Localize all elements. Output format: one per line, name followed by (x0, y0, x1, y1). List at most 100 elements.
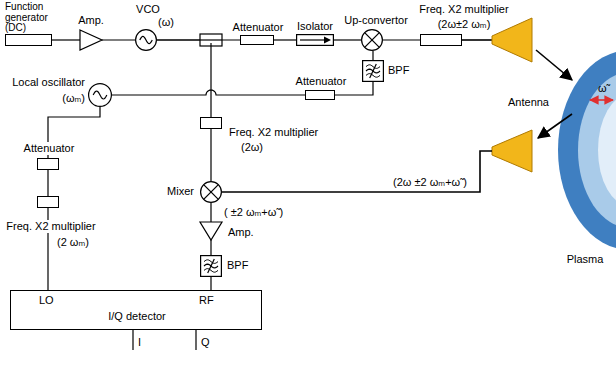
multiplier-box: Freq. X2 multiplier(2 ωₘ) (37, 196, 59, 208)
node-label: LO (39, 294, 54, 307)
plasma-label: Plasma (567, 253, 604, 266)
node-label: BPF (388, 64, 409, 77)
cross-symbol (204, 185, 219, 200)
node-label: Freq. X2 multiplier (229, 126, 318, 139)
node-outline (200, 181, 222, 203)
attenuator-box: Attenuator (240, 35, 274, 45)
node-outline (135, 29, 157, 51)
plasma-outer (558, 50, 616, 250)
cross-symbol (204, 185, 219, 200)
signal-wire (210, 203, 211, 222)
node-outline (200, 255, 222, 277)
signal-wire (102, 39, 135, 40)
isolator-box: Isolator (296, 34, 334, 46)
node-outline (80, 30, 102, 50)
amplifier-triangle (80, 30, 102, 50)
isolator-arrowhead (324, 37, 331, 44)
node-label: Up-convertor (344, 14, 408, 27)
mixer-symbol: Mixer (200, 181, 222, 203)
sine-symbol (93, 91, 107, 99)
multiplier-box: Freq. X2 multiplier(2ω) (200, 117, 222, 129)
circle-symbol (201, 182, 222, 203)
signal-wire (210, 129, 211, 181)
node-label: Mixer (167, 185, 194, 198)
node-label: Attenuator (23, 142, 76, 155)
antenna-feed (462, 39, 492, 41)
signal-wire (210, 240, 211, 255)
coupler-port (210, 43, 211, 46)
node-label: Attenuator (233, 21, 284, 34)
signal-wire (334, 39, 361, 40)
node-label: I/Q detector (108, 310, 165, 323)
mixer-symbol: Up-convertor (361, 29, 383, 51)
node-outline (88, 83, 112, 107)
isolator-arrow (300, 39, 325, 40)
signal-wire (372, 51, 373, 60)
filter-slash (208, 259, 215, 273)
output-name: I (138, 336, 141, 349)
signal-wire (157, 40, 211, 117)
node-outline (296, 34, 334, 46)
beam-arrow (538, 114, 572, 138)
node-label: (ω) (158, 16, 174, 29)
amplifier: Amp. (200, 222, 222, 240)
filter-wave (366, 65, 380, 69)
node-label: BPF (227, 259, 248, 272)
fluctuation-label: ω̃ (598, 82, 607, 95)
signal-label: ( ±2 ωₘ+ω̃ ) (224, 206, 283, 219)
amplifier-triangle (200, 222, 222, 240)
node-label: Freq. X2 multiplier (5, 220, 96, 233)
signal-generator: Function generator (DC) (5, 34, 52, 46)
attenuator-box: Attenuator (305, 90, 335, 100)
node-label: VCO (136, 3, 160, 16)
node-label: (2ω±2 ωₘ) (438, 18, 491, 31)
signal-label: (2ω ±2 ωₘ+ω̃ ) (393, 176, 467, 189)
isolator-outline (297, 35, 334, 46)
signal-wire (210, 277, 211, 290)
antenna-feed (222, 151, 492, 192)
oscillator-symbol: Local oscillator(ωₘ) (88, 83, 112, 107)
signal-wire (52, 39, 80, 40)
node-label: Local oscillator (12, 76, 85, 89)
coupler-mainline (200, 39, 222, 40)
fluctuation-arrow (590, 99, 613, 101)
multiplier-box: Freq. X2 multiplier(2ω±2 ωₘ) (420, 34, 462, 46)
cross-symbol (365, 33, 380, 48)
signal-wire (383, 39, 420, 40)
sine-symbol (140, 36, 152, 43)
directional-coupler (200, 34, 222, 46)
filter-box: BPF (200, 255, 222, 277)
output-wire (132, 330, 133, 350)
filter-slash (370, 64, 377, 78)
amplifier: Amp. (80, 30, 102, 50)
node-outline (200, 222, 222, 240)
circle-symbol (89, 84, 112, 107)
node-label: Isolator (297, 20, 333, 33)
output-wire (195, 330, 196, 350)
node-label: (2 ωₘ) (57, 236, 89, 249)
circle-symbol (362, 30, 383, 51)
antenna-label: Antenna (508, 96, 549, 109)
node-label: Freq. X2 multiplier (419, 3, 508, 16)
node-outline (362, 60, 384, 82)
filter-wave (204, 260, 218, 264)
node-label: RF (199, 294, 214, 307)
filter-outline (363, 61, 384, 82)
filter-outline (201, 256, 222, 277)
signal-wire (47, 170, 48, 196)
filter-wave (204, 269, 218, 273)
node-label: Amp. (78, 14, 104, 27)
filter-box: BPF (362, 60, 384, 82)
plasma-core (598, 94, 616, 206)
circle-symbol (136, 30, 157, 51)
node-label: Function generator (DC) (5, 2, 61, 34)
signal-wire (274, 39, 296, 40)
node-label: Attenuator (296, 75, 347, 88)
attenuator-box: Attenuator (37, 158, 59, 170)
plasma-middle (578, 72, 616, 228)
filter-wave (366, 74, 380, 78)
node-label: Amp. (228, 226, 254, 239)
cross-symbol (365, 33, 380, 48)
node-outline (361, 29, 383, 51)
